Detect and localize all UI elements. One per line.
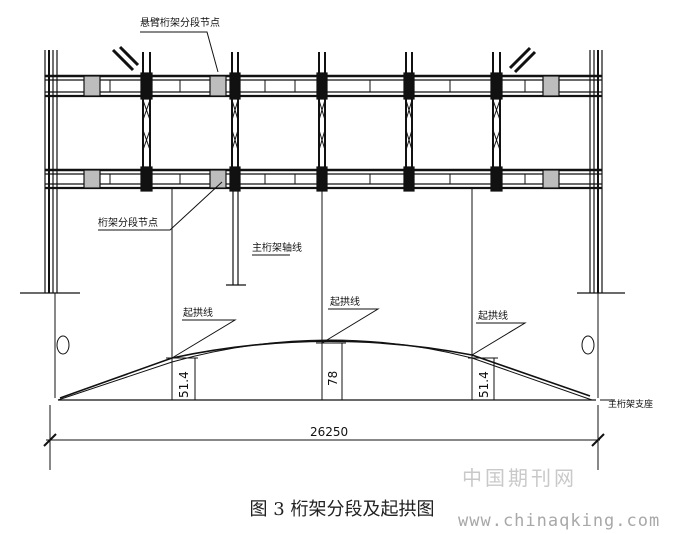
chord-ticks (109, 80, 526, 184)
right-rise-value: 51.4 (477, 371, 491, 398)
leader-lines (98, 31, 615, 401)
segment-lines (171, 188, 473, 358)
figure-caption: 图 3 桁架分段及起拱图 (249, 499, 435, 520)
watermark-url: www.chinaqking.com (458, 511, 661, 531)
rise-dimensions (166, 342, 498, 400)
web-bracing (142, 99, 501, 151)
span-value: 26250 (310, 425, 348, 439)
axis-line (226, 188, 246, 286)
span-dimension (43, 405, 605, 470)
support-drops (54, 293, 599, 398)
left-column (20, 50, 80, 294)
left-rise-value: 51.4 (177, 371, 191, 398)
mid-rise-value: 78 (326, 371, 340, 386)
node-plates (140, 72, 503, 192)
top-bearing-blocks (83, 75, 560, 189)
right-note-label: 主桁架支座 (608, 398, 653, 410)
camber-curve (57, 339, 593, 401)
top-note-label: 悬臂桁架分段节点 (140, 16, 220, 29)
lower-note-label: 桁架分段节点 (98, 216, 158, 229)
diagonal-stubs (111, 45, 537, 74)
axis-note-label: 主桁架轴线 (252, 241, 302, 254)
arch-right-label: 起拱线 (478, 309, 508, 322)
arch-mid-label: 起拱线 (330, 295, 360, 308)
watermark-cn: 中国期刊网 (462, 466, 577, 490)
right-column (577, 50, 625, 294)
arch-left-label: 起拱线 (183, 306, 213, 319)
